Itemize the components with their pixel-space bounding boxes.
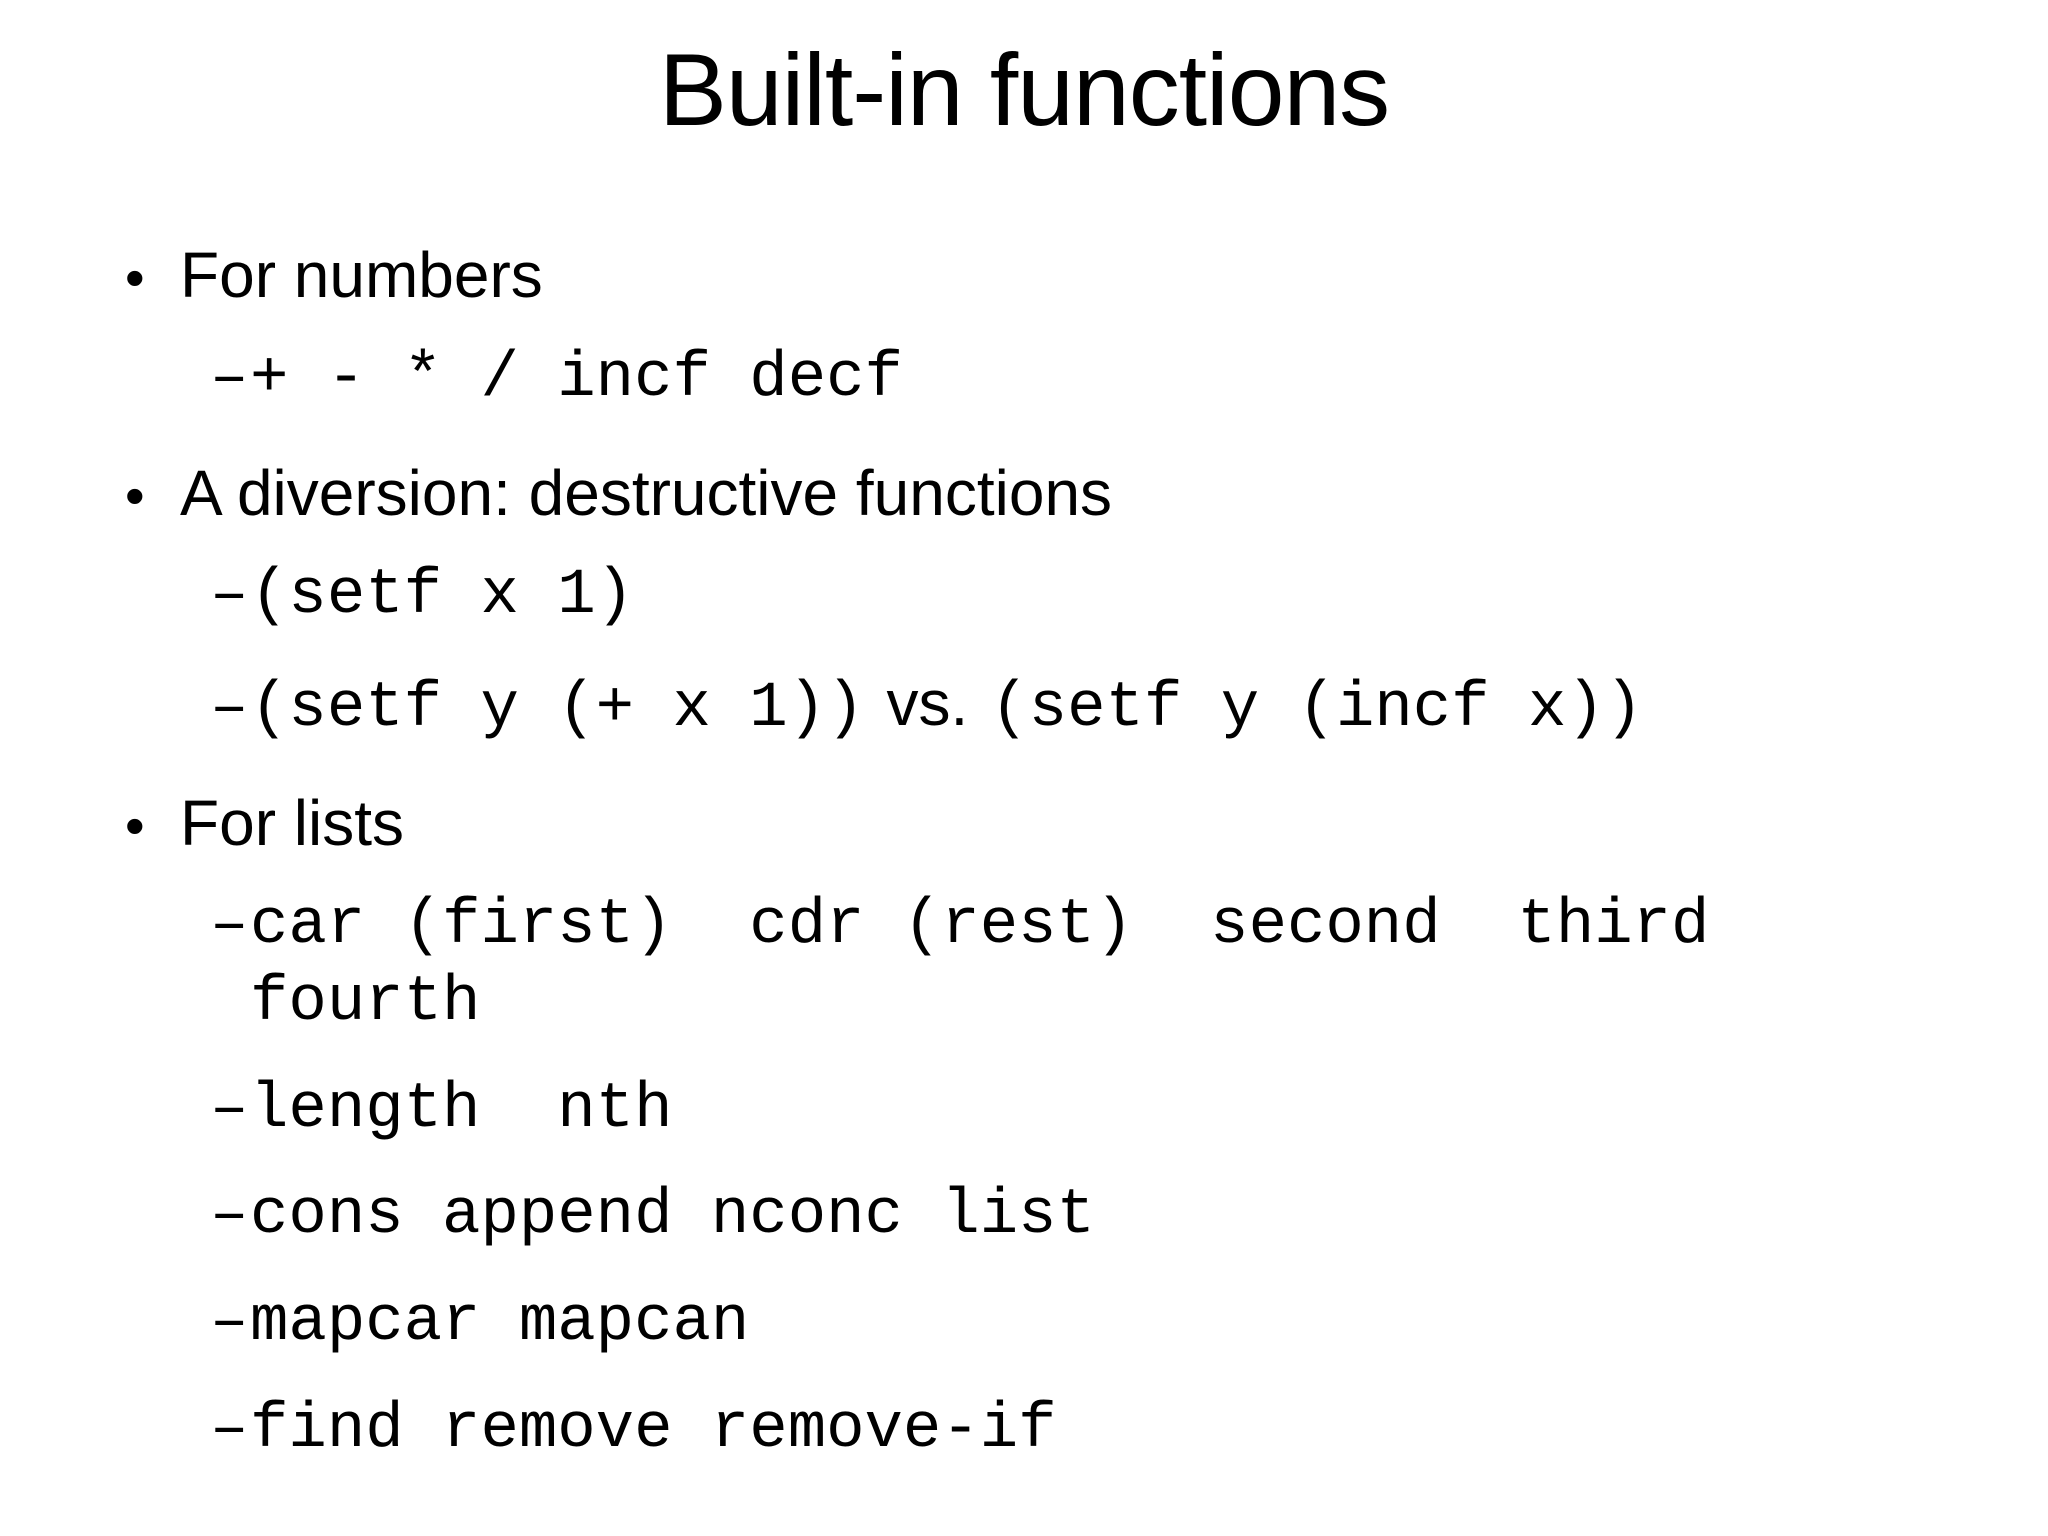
code-find-remove: find remove remove-if	[250, 1393, 1057, 1466]
subbullet-length-nth: – length nth	[0, 1072, 2048, 1149]
code-cons-append: cons append nconc list	[250, 1180, 1095, 1253]
vs-label: vs.	[886, 666, 969, 739]
dash-icon: –	[210, 1073, 249, 1146]
dash-icon: –	[210, 1180, 249, 1253]
subbullet-list-accessors: – car (first) cdr (rest) second third fo…	[0, 888, 2048, 1042]
bullet-icon: •	[125, 463, 145, 527]
bullet-label: A diversion: destructive functions	[180, 456, 1113, 529]
bullet-icon: •	[125, 246, 145, 310]
slide-title: Built-in functions	[658, 33, 1390, 147]
code-setf-y-plus: (setf y (+ x 1))	[250, 672, 865, 745]
dash-icon: –	[210, 1393, 249, 1466]
subbullet-mapcar-mapcan: – mapcar mapcan	[0, 1285, 2048, 1362]
code-setf-x: (setf x 1)	[250, 559, 635, 632]
dash-icon: –	[210, 672, 249, 745]
subbullet-setf-x: – (setf x 1)	[0, 558, 2048, 635]
bullet-for-numbers: • For numbers	[0, 239, 2048, 312]
subbullet-number-functions: – + - * / incf decf	[0, 341, 2048, 418]
bullet-label: For numbers	[180, 239, 543, 312]
subbullet-setf-y-comparison: – (setf y (+ x 1)) vs. (setf y (incf x))	[0, 665, 2048, 748]
bullet-diversion: • A diversion: destructive functions	[0, 456, 2048, 529]
code-list-accessors: car (first) cdr (rest) second third four…	[250, 889, 1710, 1039]
dash-icon: –	[210, 559, 249, 632]
subbullet-find-remove: – find remove remove-if	[0, 1392, 2048, 1469]
dash-icon: –	[210, 889, 249, 962]
code-mapcar-mapcan: mapcar mapcan	[250, 1287, 750, 1360]
dash-icon: –	[210, 342, 249, 415]
code-setf-y-incf: (setf y (incf x))	[990, 672, 1644, 745]
bullet-for-lists: • For lists	[0, 786, 2048, 859]
bullet-icon: •	[125, 793, 145, 857]
code-length-nth: length nth	[250, 1073, 673, 1146]
bullet-label: For lists	[180, 786, 404, 859]
subbullet-cons-append: – cons append nconc list	[0, 1178, 2048, 1255]
code-number-functions: + - * / incf decf	[250, 342, 903, 415]
slide-body: • For numbers – + - * / incf decf • A di…	[0, 150, 2048, 1468]
dash-icon: –	[210, 1287, 249, 1360]
